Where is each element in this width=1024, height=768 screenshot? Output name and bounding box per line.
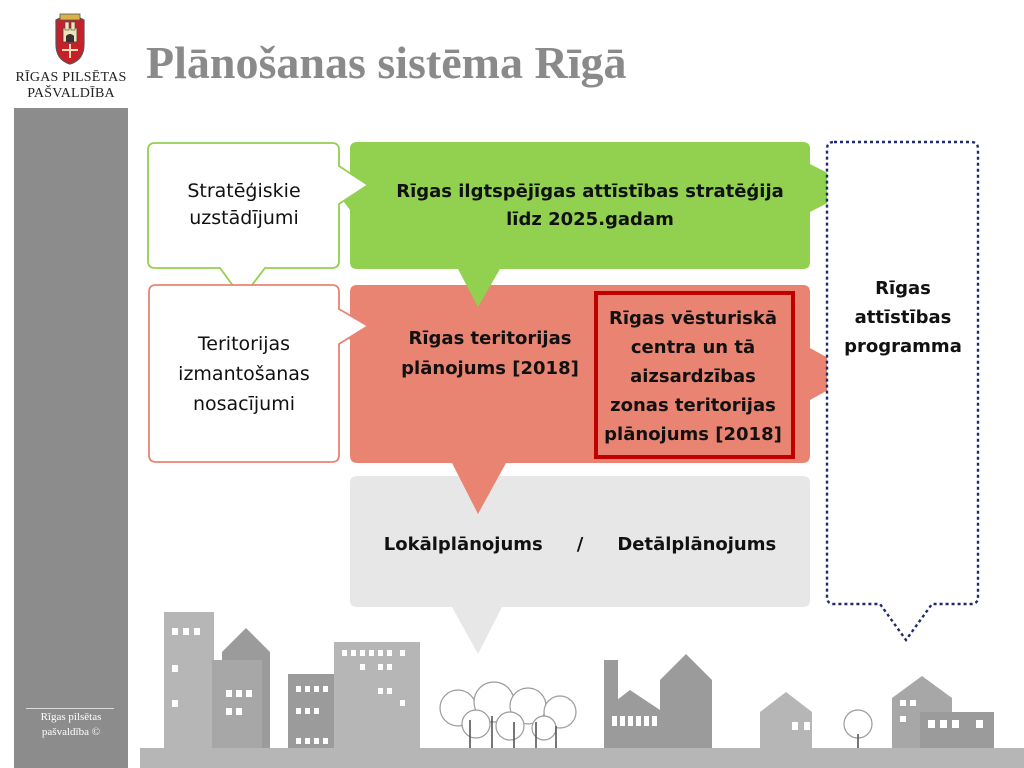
footer-divider: [26, 708, 114, 709]
logo-line-1: RĪGAS PILSĒTAS: [15, 70, 127, 85]
city-skyline-illustration: [140, 612, 1024, 768]
local-plan-callout-shape: [350, 476, 810, 654]
local-plan-label: Lokālplānojums: [383, 533, 543, 555]
riga-coat-of-arms-icon: [55, 13, 85, 65]
territory-plan-text: Rīgas teritorijas plānojums [2018]: [401, 328, 579, 379]
logo-line-2: PAŠVALDĪBA: [27, 86, 115, 101]
development-program-text: Rīgas attīstības programma: [844, 277, 962, 357]
strategic-label-shape: [147, 142, 370, 300]
plan-separator: /: [576, 533, 584, 555]
land-use-label: Teritorijas izmantošanas nosacījumi: [178, 333, 310, 415]
strategy-box-text: Rīgas ilgtspējīgas attīstības stratēģija…: [396, 181, 784, 230]
sidebar-band: [14, 108, 128, 768]
local-detail-plan-row: Lokālplānojums / Detālplānojums: [360, 530, 800, 558]
historic-center-plan-frame: [594, 291, 795, 459]
footer-copyright: Rīgas pilsētas pašvaldība ©: [14, 710, 128, 740]
logo-text: RĪGAS PILSĒTAS PAŠVALDĪBA: [8, 70, 134, 102]
footer-line-1: Rīgas pilsētas: [40, 711, 102, 723]
development-program-callout-shape: [825, 140, 980, 643]
page-title: Plānošanas sistēma Rīgā: [146, 37, 627, 88]
detail-plan-label: Detālplānojums: [617, 533, 777, 555]
footer-line-2: pašvaldība ©: [41, 726, 101, 738]
strategy-callout-shape: [335, 142, 857, 307]
historic-center-plan-text: Rīgas vēsturiskā centra un tā aizsardzīb…: [604, 307, 782, 445]
land-use-label-shape: [148, 284, 370, 463]
strategic-label: Stratēģiskie uzstādījumi: [187, 180, 301, 229]
